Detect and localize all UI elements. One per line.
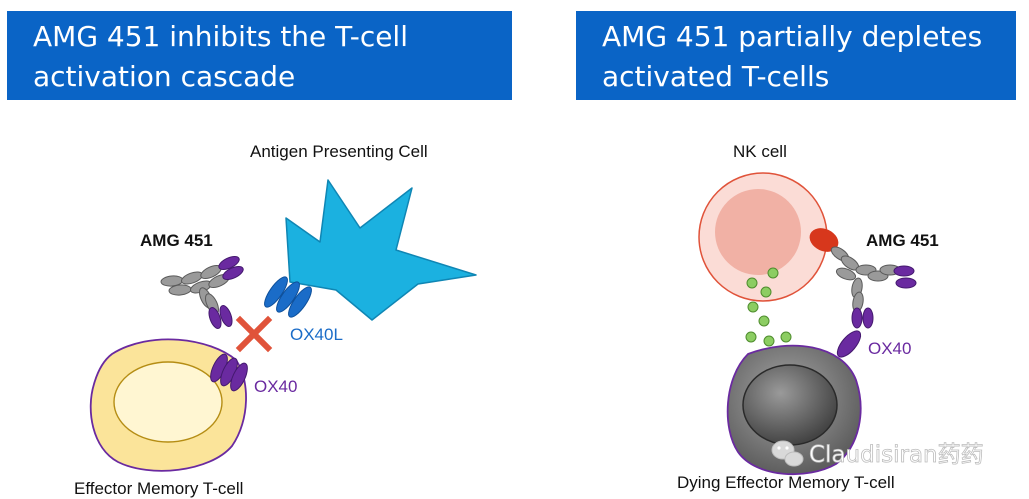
wechat-icon [771,440,804,467]
antigen-cell-label: Antigen Presenting Cell [250,142,428,161]
nk-cell-label: NK cell [733,142,787,161]
left-title-line2: activation cascade [33,60,296,93]
right-title-line1: AMG 451 partially depletes [602,20,983,53]
left-title-line1: AMG 451 inhibits the T-cell [33,20,408,53]
dying-tcell-nucleus [742,364,838,446]
ox40l-ligand [264,276,312,318]
amg451-label-right: AMG 451 [866,231,939,250]
right-panel-title: AMG 451 partially depletes activated T-c… [576,11,1016,100]
ox40-receptor-right [836,330,862,358]
right-title-line2: activated T-cells [602,60,830,93]
amg451-antibody-right [830,246,917,329]
block-x-icon [235,315,273,353]
ox40-label-right: OX40 [868,339,911,358]
cytotoxic-granules [745,267,792,347]
watermark-text: Claudisiran药药 [809,442,984,468]
amg451-antibody-left [160,256,244,329]
ox40-receptor-left [210,353,248,392]
left-panel-title: AMG 451 inhibits the T-cell activation c… [7,11,512,100]
fc-receptor [809,228,839,252]
tcell-label-left: Effector Memory T-cell [74,479,243,498]
amg451-label-left: AMG 451 [140,231,213,250]
antigen-presenting-cell [285,179,477,321]
tcell-label-right: Dying Effector Memory T-cell [677,473,895,492]
ox40-label-left: OX40 [254,377,297,396]
nk-cell-nucleus [715,189,801,275]
ox40l-label: OX40L [290,325,343,344]
tcell-nucleus [113,361,223,443]
